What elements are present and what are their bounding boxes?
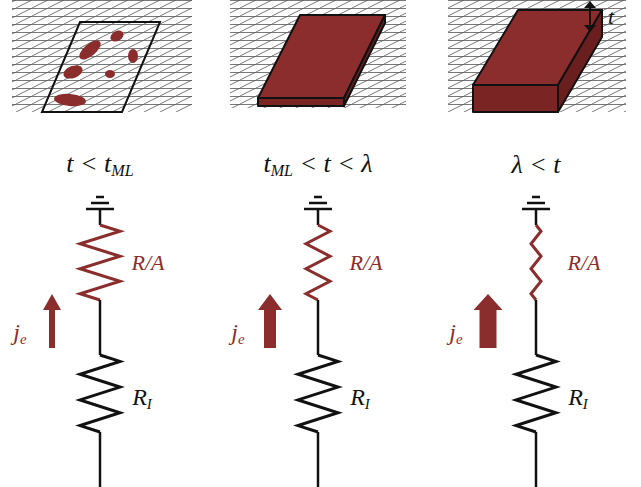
thin-film	[258, 15, 385, 106]
wire	[535, 300, 538, 355]
resistor-symbol	[80, 355, 120, 432]
resistor-symbol	[516, 355, 556, 432]
regime-label: tML < t < λ	[263, 151, 372, 179]
islands	[54, 28, 138, 107]
current-arrow	[258, 294, 282, 310]
ground-symbol	[532, 196, 540, 199]
thick-film	[473, 10, 602, 112]
regime-label: t < tML	[66, 151, 133, 179]
wire	[317, 209, 320, 225]
resistor-label: RI	[132, 385, 152, 412]
current-arrow	[480, 308, 497, 348]
wire	[317, 300, 320, 355]
resistor-label: R/A	[132, 252, 165, 274]
current-label: je	[231, 320, 244, 347]
wire	[535, 209, 538, 225]
current-arrow	[264, 308, 276, 348]
resistor-label: RI	[350, 385, 370, 412]
resistor-symbol	[531, 225, 541, 300]
wire	[99, 432, 102, 487]
current-arrow	[43, 294, 61, 310]
substrate	[12, 0, 192, 112]
substrate	[230, 0, 406, 108]
current-arrow	[49, 308, 55, 348]
wire	[99, 209, 102, 225]
thickness-arrow	[584, 1, 596, 32]
regime-label: λ < t	[511, 152, 560, 178]
current-arrow	[474, 294, 503, 310]
substrate	[448, 0, 626, 112]
ground-symbol	[309, 202, 327, 205]
ground-symbol	[96, 196, 104, 199]
resistor-label: R/A	[350, 252, 383, 274]
thickness-label: t	[608, 6, 614, 28]
wire	[317, 432, 320, 487]
resistor-label: RI	[568, 385, 588, 412]
wire	[535, 432, 538, 487]
resistor-symbol	[306, 225, 330, 300]
resistor-label: R/A	[568, 252, 601, 274]
ground-symbol	[91, 202, 109, 205]
film-outline	[42, 22, 160, 112]
resistor-symbol	[298, 355, 338, 432]
resistor-symbol	[80, 225, 120, 300]
ground-symbol	[527, 202, 545, 205]
ground-symbol	[314, 196, 322, 199]
current-label: je	[13, 320, 26, 347]
wire	[99, 300, 102, 355]
current-label: je	[449, 320, 462, 347]
